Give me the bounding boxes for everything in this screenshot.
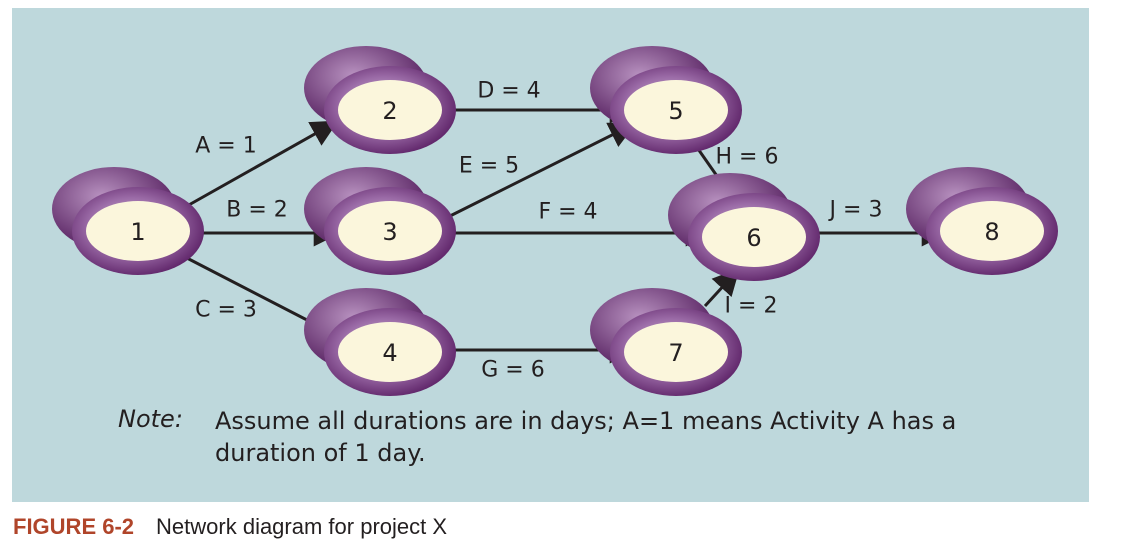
node-face (624, 80, 728, 140)
node-7: 7 (590, 288, 742, 396)
caption-text: Network diagram for project X (156, 514, 448, 539)
node-face (338, 80, 442, 140)
node-face (338, 322, 442, 382)
note-label: Note: (118, 405, 183, 433)
node-label: 1 (130, 218, 145, 246)
edge-labels-layer: A = 1 B = 2 C = 3 D = 4 E = 5 F = 4 G = 6 H = 6… (195, 79, 882, 383)
node-6: 6 (668, 173, 820, 281)
edge-label-3-5: E = 5 (459, 154, 519, 179)
edge-label-3-6: F = 4 (538, 200, 597, 225)
node-2: 2 (304, 46, 456, 154)
node-1: 1 (52, 167, 204, 275)
edge-label-6-8: J = 3 (828, 198, 883, 223)
node-face (702, 207, 806, 267)
edge-label-1-4: C = 3 (195, 298, 257, 323)
figure-caption: FIGURE 6-2 Network diagram for project X (13, 514, 447, 540)
node-5: 5 (590, 46, 742, 154)
edge-arrow-3-5 (445, 122, 637, 220)
edge-label-1-2: A = 1 (195, 134, 256, 159)
node-8: 8 (906, 167, 1058, 275)
node-label: 7 (668, 339, 683, 367)
edge-label-2-5: D = 4 (477, 79, 540, 104)
node-face (86, 201, 190, 261)
note-text: Assume all durations are in days; A=1 me… (215, 407, 957, 467)
edge-label-5-6: H = 6 (716, 145, 779, 170)
node-4: 4 (304, 288, 456, 396)
node-label: 2 (382, 97, 397, 125)
node-face (338, 201, 442, 261)
edge-label-4-7: G = 6 (481, 358, 544, 383)
edge-arrow-1-2 (186, 120, 339, 208)
caption-label: FIGURE 6-2 (13, 514, 135, 539)
nodes-layer: 1 2 3 4 5 6 7 8 (52, 46, 1058, 396)
node-label: 6 (746, 224, 761, 252)
node-face (940, 201, 1044, 261)
node-3: 3 (304, 167, 456, 275)
node-label: 3 (382, 218, 397, 246)
node-label: 8 (984, 218, 999, 246)
edge-label-1-3: B = 2 (226, 198, 288, 223)
node-label: 4 (382, 339, 397, 367)
edges-layer (182, 96, 949, 364)
node-label: 5 (668, 97, 683, 125)
node-face (624, 322, 728, 382)
edge-label-7-6: I = 2 (725, 294, 778, 319)
